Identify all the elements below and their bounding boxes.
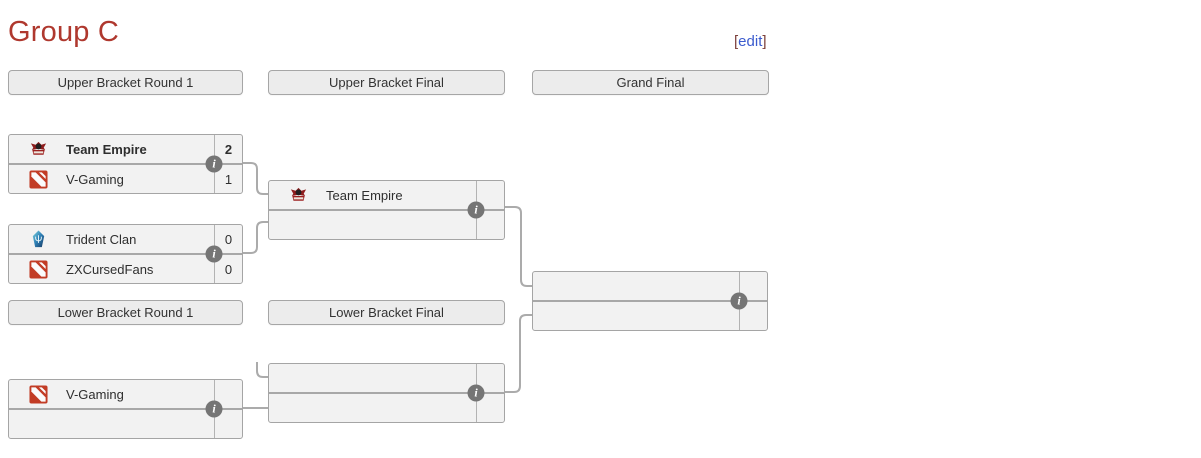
team-slot: V-Gaming xyxy=(9,380,242,410)
edit-bracket-close: ] xyxy=(762,33,767,50)
team-name[interactable]: Team Empire xyxy=(66,141,147,157)
team-score xyxy=(214,410,242,438)
team-slot xyxy=(269,364,504,394)
dota2-default-logo-icon[interactable] xyxy=(29,170,48,189)
match-upper-bracket-round1-1: Team Empire 2 V-Gaming 1 i xyxy=(8,134,243,194)
match-upper-bracket-final: Team Empire i xyxy=(268,180,505,240)
edit-section: [edit] xyxy=(734,33,767,50)
team-empire-logo-icon[interactable] xyxy=(29,140,48,159)
team-score: 0 xyxy=(214,225,242,253)
match-info-icon[interactable]: i xyxy=(205,245,223,263)
dota2-default-logo-icon[interactable] xyxy=(29,385,48,404)
team-name[interactable]: Team Empire xyxy=(326,187,403,203)
team-name[interactable]: V-Gaming xyxy=(66,171,124,187)
team-slot xyxy=(9,410,242,438)
team-slot xyxy=(533,272,767,302)
match-info-icon[interactable]: i xyxy=(205,155,223,173)
team-name[interactable]: V-Gaming xyxy=(66,386,124,402)
team-slot: Team Empire 2 xyxy=(9,135,242,165)
edit-link[interactable]: edit xyxy=(738,33,763,50)
team-slot: ZXCursedFans 0 xyxy=(9,255,242,283)
team-slot xyxy=(269,211,504,239)
team-score xyxy=(476,394,504,422)
match-upper-bracket-round1-2: Trident Clan 0 ZXCursedFans 0 i xyxy=(8,224,243,284)
round-header-upper-bracket-round-1: Upper Bracket Round 1 xyxy=(8,70,243,95)
round-header-upper-bracket-final: Upper Bracket Final xyxy=(268,70,505,95)
team-slot xyxy=(269,394,504,422)
match-info-icon[interactable]: i xyxy=(730,292,748,310)
match-grand-final: i xyxy=(532,271,768,331)
match-info-icon[interactable]: i xyxy=(205,400,223,418)
team-score: 0 xyxy=(214,255,242,283)
team-name[interactable]: ZXCursedFans xyxy=(66,261,154,277)
team-score xyxy=(476,181,504,209)
match-lower-bracket-round1: V-Gaming i xyxy=(8,379,243,439)
team-score xyxy=(476,211,504,239)
team-empire-logo-icon[interactable] xyxy=(289,186,308,205)
team-name[interactable]: Trident Clan xyxy=(66,231,137,247)
match-info-icon[interactable]: i xyxy=(467,384,485,402)
match-info-icon[interactable]: i xyxy=(467,201,485,219)
team-slot: Team Empire xyxy=(269,181,504,211)
team-slot xyxy=(533,302,767,330)
round-header-grand-final: Grand Final xyxy=(532,70,769,95)
page-title: Group C xyxy=(8,16,119,48)
team-score xyxy=(476,364,504,392)
round-header-lower-bracket-round-1: Lower Bracket Round 1 xyxy=(8,300,243,325)
trident-clan-logo-icon[interactable] xyxy=(29,230,48,249)
team-slot: Trident Clan 0 xyxy=(9,225,242,255)
team-score xyxy=(739,302,767,330)
team-score: 2 xyxy=(214,135,242,163)
team-score xyxy=(739,272,767,300)
match-lower-bracket-final: i xyxy=(268,363,505,423)
edit-bracket-open: [ xyxy=(734,33,739,50)
dota2-default-logo-icon[interactable] xyxy=(29,260,48,279)
team-slot: V-Gaming 1 xyxy=(9,165,242,193)
round-header-lower-bracket-final: Lower Bracket Final xyxy=(268,300,505,325)
team-score: 1 xyxy=(214,165,242,193)
team-score xyxy=(214,380,242,408)
